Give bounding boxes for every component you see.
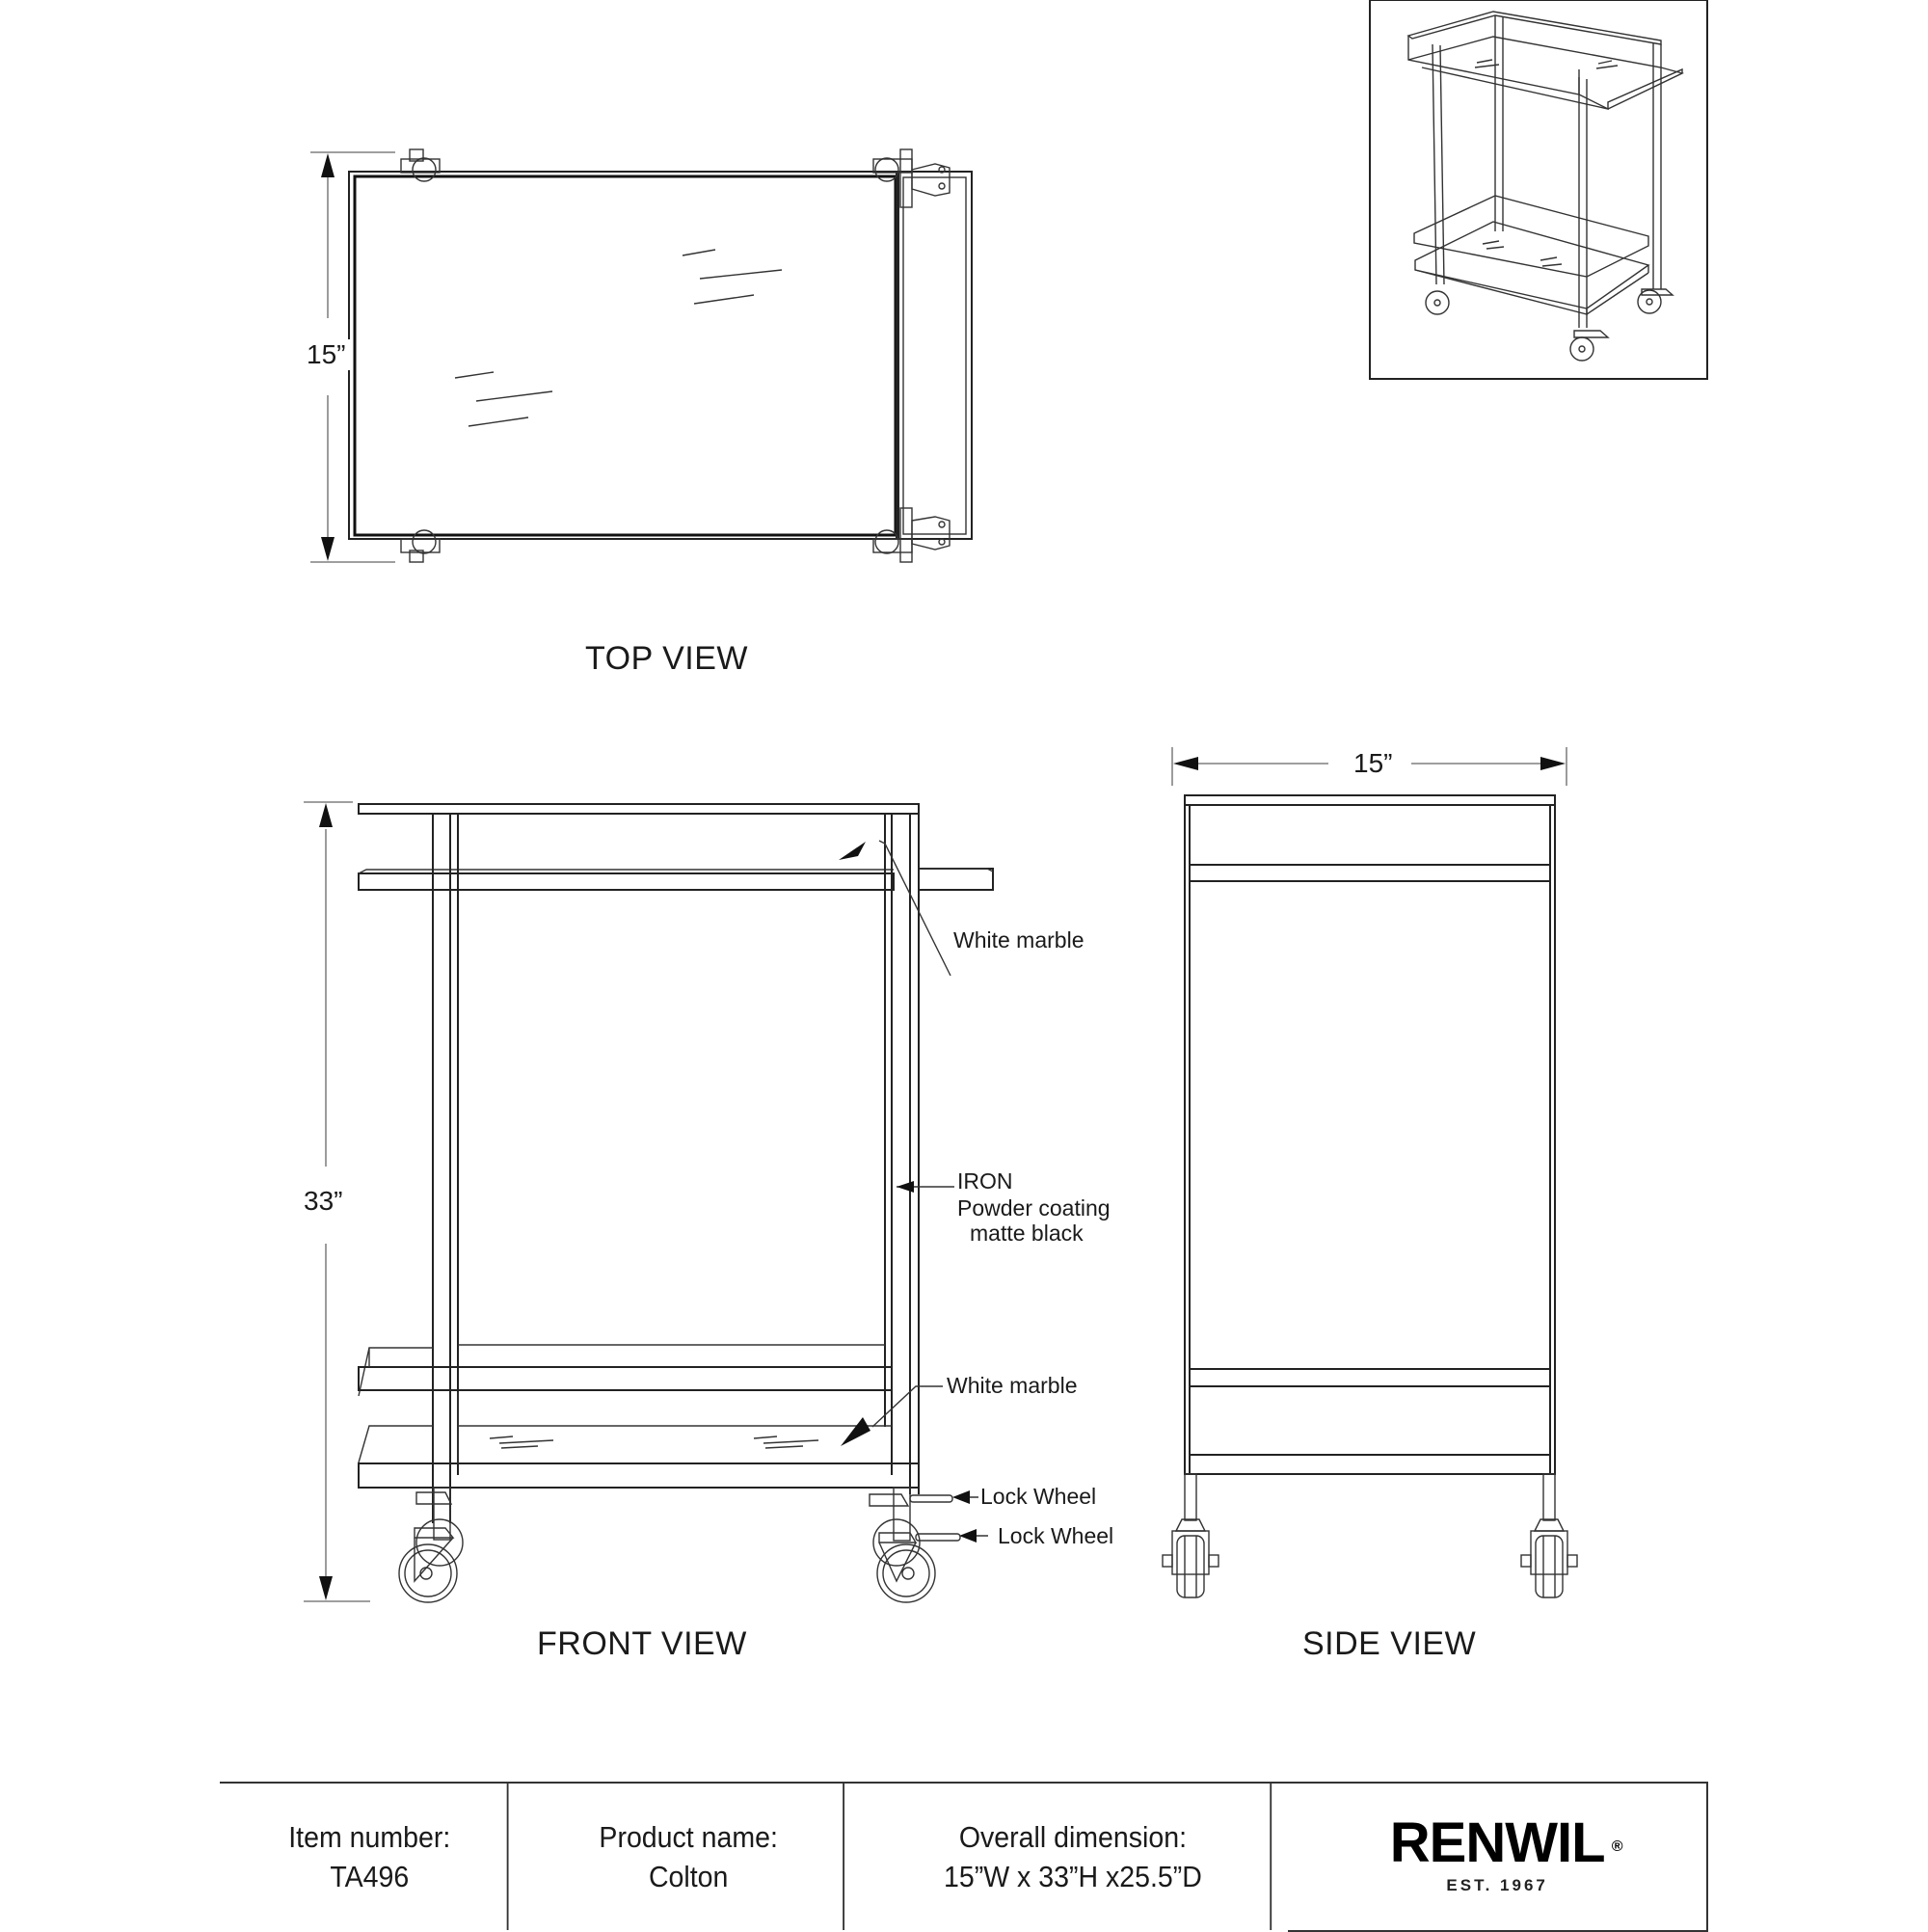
side-view-drawing [1162, 747, 1578, 1598]
product-name-label: Product name: [599, 1820, 779, 1854]
callout-lock-wheel-1: Lock Wheel [980, 1484, 1097, 1509]
item-number-cell: Item number: TA496 [231, 1784, 509, 1930]
registered-mark-icon: ® [1611, 1838, 1623, 1855]
front-caster-left [398, 1487, 464, 1603]
item-number-value: TA496 [330, 1860, 410, 1893]
perspective-view-drawing [1369, 0, 1708, 380]
brand-logo: RENWIL ® [1389, 1811, 1623, 1874]
caster-top-right [872, 148, 951, 208]
front-view-height-dimension: 33” [298, 1186, 349, 1217]
callout-frame-finish-line2: matte black [970, 1221, 1084, 1246]
caster-bottom-right [872, 507, 951, 563]
caster-top-left [400, 148, 441, 182]
top-view-width-dimension: 15” [301, 339, 352, 370]
front-view-drawing [304, 801, 994, 1603]
side-view-width-dimension: 15” [1348, 748, 1399, 779]
top-view-drawing [310, 148, 973, 563]
product-name-cell: Product name: Colton [534, 1784, 845, 1930]
callout-top-shelf-material: White marble [953, 927, 1084, 953]
side-caster-left [1162, 1473, 1219, 1598]
front-view-title: FRONT VIEW [537, 1625, 747, 1662]
side-caster-right [1520, 1473, 1578, 1598]
top-view-title: TOP VIEW [585, 640, 749, 677]
overall-dimension-label: Overall dimension: [958, 1820, 1187, 1854]
caster-bottom-left [400, 529, 441, 563]
callout-bottom-shelf-material: White marble [947, 1373, 1078, 1398]
callout-frame-finish-line1: Powder coating [957, 1195, 1111, 1221]
brand-name: RENWIL [1389, 1811, 1606, 1874]
callout-frame-material: IRON [957, 1168, 1013, 1194]
overall-dimension-value: 15”W x 33”H x25.5”D [943, 1860, 1202, 1893]
product-name-value: Colton [649, 1860, 729, 1893]
title-block: Item number: TA496 Product name: Colton … [220, 1782, 1708, 1932]
overall-dimension-cell: Overall dimension: 15”W x 33”H x25.5”D [875, 1784, 1272, 1930]
side-view-title: SIDE VIEW [1302, 1625, 1477, 1662]
brand-tagline: EST. 1967 [1446, 1876, 1548, 1894]
front-caster-right [869, 1487, 961, 1603]
callout-lock-wheel-2: Lock Wheel [998, 1523, 1114, 1548]
item-number-label: Item number: [288, 1820, 451, 1854]
brand-logo-cell: RENWIL ® EST. 1967 [1288, 1784, 1708, 1932]
